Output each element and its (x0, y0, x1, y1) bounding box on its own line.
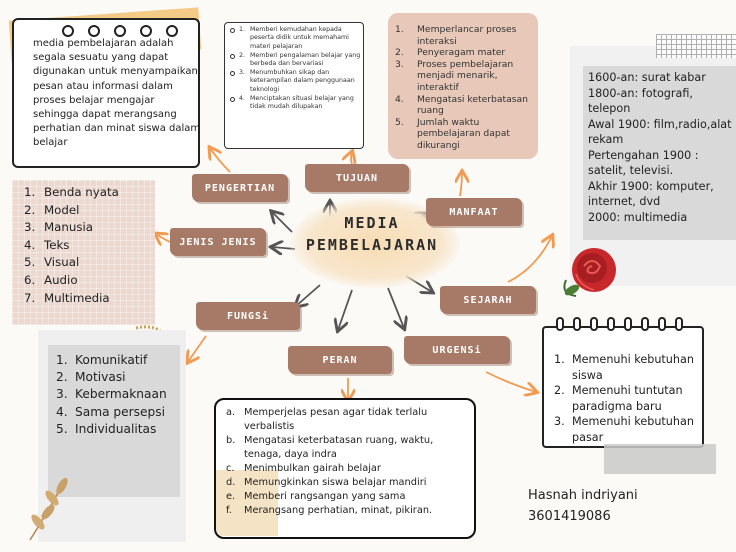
leaf-branch-icon (29, 477, 68, 541)
arrow-tujuan-box (351, 152, 352, 164)
notebook-rings (556, 316, 692, 335)
list-item: d.Memungkinkan siswa belajar mandiri (226, 477, 427, 488)
list-item: 2.Penyeragam mater (395, 47, 506, 59)
list-item: 1.Komunikatif (56, 353, 148, 367)
arrow-to-pengertian (272, 212, 293, 233)
list-item: 5.Jumlah waktu pembelajaran dapat dikura… (395, 116, 510, 151)
list-item: 3.Menumbuhkan sikap dan keterampilan dal… (230, 69, 364, 94)
label-manfaat: MANFAAT (426, 198, 522, 226)
list-item: 4.Mengatasi keterbatasan ruang (395, 93, 528, 117)
list-item: 6.Audio (24, 272, 78, 287)
hole-icon (62, 25, 74, 37)
arrow-fungsi-box (188, 335, 207, 362)
list-item: 7.Multimedia (24, 290, 110, 305)
arrow-to-urgensi (387, 287, 404, 328)
fungsi-list: 1.Komunikatif 2.Motivasi 3.Kebermaknaan … (53, 352, 178, 438)
ring-icon (641, 317, 649, 331)
ring-icon (675, 317, 683, 331)
sejarah-box (583, 66, 736, 240)
hole-icon (166, 25, 178, 37)
list-item: e.Memberi rangsangan yang sama (226, 491, 406, 502)
list-item: 2.Motivasi (56, 370, 126, 385)
list-item: 1.Memberi kemudahan kepada peserta didik… (230, 26, 364, 51)
label-peran: PERAN (288, 346, 392, 374)
list-item: 4.Teks (24, 237, 70, 252)
list-item: 3.Proses pembelajaran menjadi menarik, i… (395, 58, 514, 93)
list-item: 2.Memberi pengalaman belajar yang berbed… (230, 52, 364, 69)
sejarah-list: 1600-an: surat kabar 1800-an: fotografi,… (588, 70, 736, 225)
hole-icon (140, 25, 152, 37)
list-item: 1.Memenuhi kebutuhan siswa (554, 353, 694, 382)
ring-icon (658, 317, 666, 331)
grey-tape-decoration (604, 444, 716, 474)
list-item: 3.Manusia (24, 220, 94, 235)
author-id: 3601419086 (528, 509, 611, 524)
hole-icon (88, 25, 100, 37)
peran-accent-decoration (216, 470, 278, 536)
list-item: Pertengahan 1900 : satelit, televisi. (588, 148, 699, 178)
tujuan-box (224, 22, 364, 149)
arrow-urgensi-box (485, 371, 536, 392)
pengertian-box (12, 18, 200, 168)
rose-icon (563, 248, 616, 297)
peran-list: a.Memperjelas pesan agar tidak terlalu v… (226, 406, 472, 518)
author-block: Hasnah indriyani 3601419086 (528, 485, 638, 527)
pengertian-text: media pembelajaran adalah segala sesuatu… (33, 38, 201, 149)
list-item: 2.Model (24, 202, 80, 217)
urgensi-list: 1.Memenuhi kebutuhan siswa 2.Memenuhi tu… (548, 352, 704, 446)
tujuan-list: 1.Memberi kemudahan kepada peserta didik… (230, 26, 364, 112)
label-pengertian: PENGERTIAN (192, 174, 288, 202)
list-item: 4.Sama persepsi (56, 404, 165, 419)
arrow-pengertian-box (210, 148, 231, 173)
list-item: 1600-an: surat kabar (588, 71, 706, 84)
manfaat-box (388, 13, 538, 159)
ring-icon (607, 317, 615, 331)
hole-icon (114, 25, 126, 37)
label-tujuan: TUJUAN (305, 164, 409, 192)
fungsi-box (48, 345, 180, 497)
list-item: 4.Menciptakan situasi belajar yang tidak… (230, 95, 364, 112)
list-item: 5.Individualitas (56, 421, 157, 436)
label-sejarah: SEJARAH (440, 286, 536, 314)
list-item: 3.Memenuhi kebutuhan pasar (554, 415, 694, 444)
list-item: f.Merangsang perhatian, minat, pikiran. (226, 505, 433, 516)
list-item: a.Memperjelas pesan agar tidak terlalu v… (226, 407, 428, 432)
list-item: 3.Kebermaknaan (56, 387, 167, 402)
arrow-sejarah-box (507, 236, 552, 283)
center-title-line2: PEMBELAJARAN (305, 236, 439, 254)
jenis-box (12, 180, 155, 325)
list-item: c.Menimbulkan gairah belajar (226, 463, 381, 474)
grid-tape-decoration (656, 34, 736, 58)
list-item: 1.Memperlancar proses interaksi (395, 24, 517, 47)
ring-icon (590, 317, 598, 331)
author-name: Hasnah indriyani (528, 488, 638, 503)
center-title: MEDIA PEMBELAJARAN (282, 212, 462, 256)
center-title-line1: MEDIA (344, 214, 400, 232)
list-item: 2.Memenuhi tuntutan paradigma baru (554, 384, 683, 413)
jenis-list: 1.Benda nyata 2.Model 3.Manusia 4.Teks 5… (20, 184, 150, 307)
manfaat-list: 1.Memperlancar proses interaksi 2.Penyer… (395, 24, 533, 152)
list-item: 1800-an: fotografi, telepon (588, 86, 693, 116)
arrow-jenis-box (156, 234, 171, 242)
list-item: b.Mengatasi keterbatasan ruang, waktu, t… (226, 435, 434, 460)
list-item: 5.Visual (24, 255, 80, 270)
arrow-to-fungsi (296, 284, 321, 306)
label-jenis: JENIS JENIS (170, 228, 266, 256)
list-item: 2000: multimedia (588, 210, 688, 224)
ring-icon (573, 317, 581, 331)
notebook-holes (62, 22, 192, 41)
label-fungsi: FUNGSi (196, 302, 300, 330)
ring-icon (624, 317, 632, 331)
label-urgensi: URGENSi (404, 336, 510, 364)
list-item: Akhir 1900: komputer, internet, dvd (588, 179, 714, 209)
ring-icon (556, 317, 564, 331)
list-item: 1.Benda nyata (24, 185, 119, 199)
list-item: Awal 1900: film,radio,alat rekam (588, 117, 732, 147)
arrow-manfaat-box (460, 172, 462, 197)
arrow-to-peran (338, 289, 353, 330)
